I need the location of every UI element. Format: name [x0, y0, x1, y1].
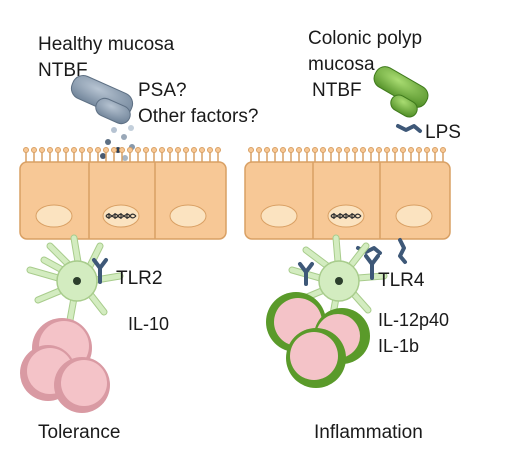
healthy-mucosa-label: Healthy mucosa — [38, 34, 175, 55]
tlr4-receptor-icon — [298, 254, 380, 286]
lps-label: LPS — [425, 122, 461, 143]
healthy-epithelium — [19, 147, 227, 240]
tolerance-label: Tolerance — [38, 422, 120, 443]
tlr2-label: TLR2 — [116, 268, 162, 289]
il10-label: IL-10 — [128, 314, 169, 334]
dna-icon — [105, 213, 137, 219]
il12p40-label: IL-12p40 — [378, 310, 449, 330]
tlr4-label: TLR4 — [378, 270, 425, 291]
polyp-ntbf-label: NTBF — [312, 80, 362, 101]
polyp-mucosa-label-2: mucosa — [308, 54, 375, 75]
healthy-ntbf-label: NTBF — [38, 60, 88, 81]
healthy-dendritic-cell — [26, 234, 124, 324]
healthy-tcells — [20, 318, 110, 413]
inflammation-label: Inflammation — [314, 422, 423, 443]
il1b-label: IL-1b — [378, 336, 419, 356]
polyp-bacteria-icon — [373, 66, 429, 118]
polyp-tcells — [266, 292, 370, 388]
tlr2-receptor-icon — [92, 258, 108, 284]
healthy-bacteria-icon — [70, 75, 134, 125]
polyp-mucosa-label: Colonic polyp — [308, 28, 422, 49]
lps-molecule-icon — [396, 124, 422, 133]
psa-label: PSA? — [138, 80, 187, 101]
other-factors-label: Other factors? — [138, 106, 258, 127]
dna-icon — [330, 213, 362, 219]
polyp-epithelium — [244, 147, 451, 240]
